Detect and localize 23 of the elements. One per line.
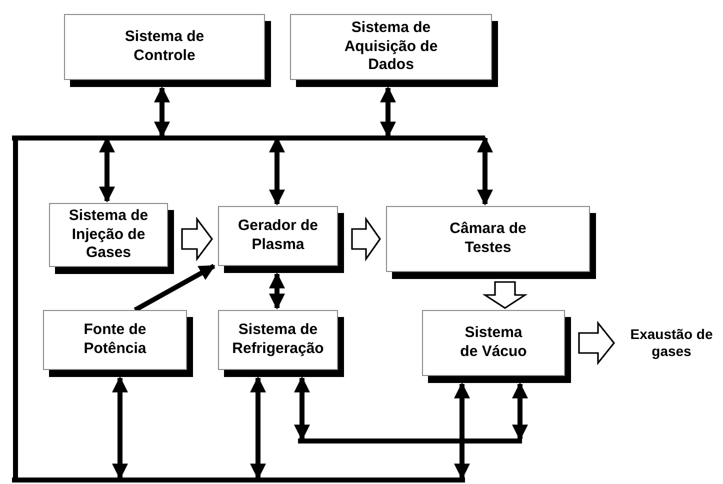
arrow	[294, 376, 310, 441]
arrow	[250, 376, 266, 480]
box-label: Exaustão de gases	[629, 326, 714, 360]
box-label: Sistema de Vácuo	[459, 324, 528, 362]
arrow	[454, 382, 470, 480]
arrow	[269, 272, 285, 310]
hollow-arrow	[351, 216, 381, 262]
hollow-arrow	[578, 320, 616, 366]
box-label: Sistema de Refrigeração	[231, 321, 325, 359]
arrow	[134, 264, 216, 312]
arrow	[512, 382, 528, 441]
arrow	[380, 86, 396, 138]
arrow	[154, 86, 170, 138]
box-label: Sistema de Controle	[124, 28, 206, 66]
box-label: Câmara de Testes	[448, 220, 528, 258]
hollow-arrow	[181, 216, 213, 262]
box-label: Sistema de Injeção de Gases	[68, 206, 150, 264]
arrow	[112, 376, 128, 480]
arrow	[477, 136, 493, 206]
box-label: Fonte de Potência	[82, 321, 148, 359]
box-label: Sistema de Aquisição de Dados	[343, 18, 439, 76]
box-label: Gerador de Plasma	[236, 217, 320, 255]
hollow-arrow	[482, 281, 528, 309]
